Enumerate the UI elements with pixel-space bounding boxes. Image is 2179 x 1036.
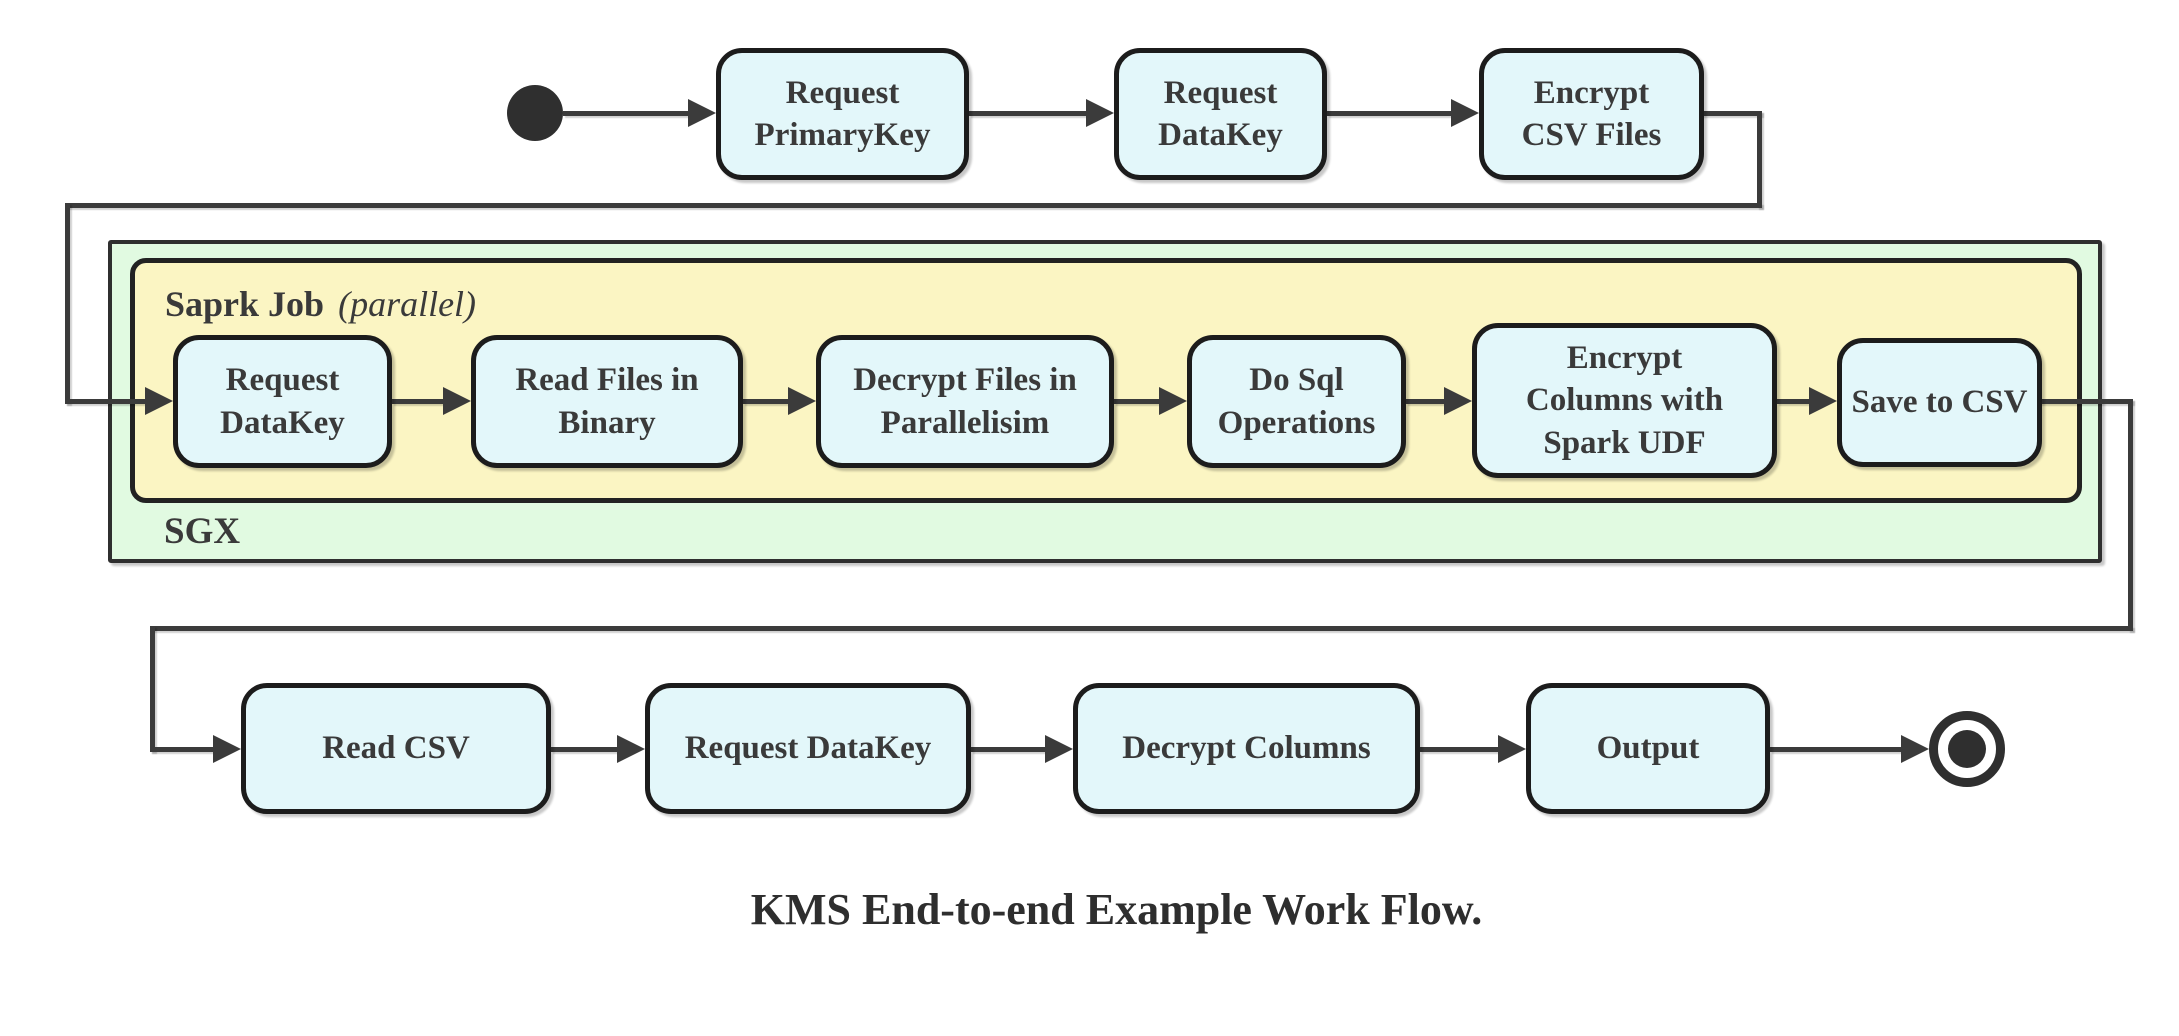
connector-wrap2-segment — [150, 626, 155, 752]
node-do-sql-operations: Do Sql Operations — [1187, 335, 1406, 468]
connector-request-primarykey-to-request-datakey — [969, 111, 1090, 116]
node-request-datakey-sgx: Request DataKey — [173, 335, 392, 468]
connector-output-to-end — [1770, 747, 1905, 752]
node-read-files-in-binary: Read Files in Binary — [471, 335, 743, 468]
end-state-icon — [1929, 711, 2005, 787]
arrowhead-icon — [688, 99, 716, 127]
connector-wrap2-segment — [2128, 399, 2133, 631]
connector-start-to-request-primarykey — [563, 111, 692, 116]
arrowhead-icon — [1809, 387, 1837, 415]
connector-wrap1-segment — [65, 203, 1762, 208]
arrowhead-icon — [443, 387, 471, 415]
spark-job-label: Saprk Job (parallel) — [165, 283, 476, 326]
arrowhead-icon — [213, 735, 241, 763]
arrowhead-icon — [1451, 99, 1479, 127]
arrowhead-icon — [1498, 735, 1526, 763]
connector-request-datakey-to-encrypt-csv — [1327, 111, 1455, 116]
connector-wrap1-segment — [1700, 111, 1762, 116]
connector-wrap1-segment — [1757, 111, 1762, 208]
connector-sgx-datakey-to-read-binary — [392, 399, 447, 404]
connector-wrap2-segment — [150, 747, 217, 752]
connector-decrypt-files-to-do-sql — [1114, 399, 1163, 404]
node-request-datakey-top: Request DataKey — [1114, 48, 1327, 180]
connector-wrap2-segment — [2038, 399, 2133, 404]
arrowhead-icon — [617, 735, 645, 763]
arrowhead-icon — [145, 387, 173, 415]
arrowhead-icon — [1086, 99, 1114, 127]
connector-do-sql-to-encrypt-columns — [1406, 399, 1448, 404]
spark-job-title: Saprk Job — [165, 284, 325, 324]
node-request-primarykey: Request PrimaryKey — [716, 48, 969, 180]
arrowhead-icon — [788, 387, 816, 415]
start-state-icon — [507, 85, 563, 141]
node-request-datakey-bottom: Request DataKey — [645, 683, 971, 814]
connector-request-datakey-to-decrypt-columns — [971, 747, 1049, 752]
arrowhead-icon — [1901, 735, 1929, 763]
connector-wrap1-segment — [65, 203, 70, 404]
connector-wrap1-segment — [65, 399, 149, 404]
diagram-caption: KMS End-to-end Example Work Flow. — [750, 885, 1483, 934]
connector-encrypt-columns-to-save-csv — [1777, 399, 1813, 404]
connector-read-binary-to-decrypt-files — [743, 399, 792, 404]
sgx-label: SGX — [164, 511, 241, 552]
node-encrypt-columns-spark-udf: Encrypt Columns with Spark UDF — [1472, 323, 1777, 478]
node-decrypt-files-in-parallelism: Decrypt Files in Parallelisim — [816, 335, 1114, 468]
spark-job-annotation: (parallel) — [338, 284, 477, 324]
end-state-dot-icon — [1948, 730, 1986, 768]
arrowhead-icon — [1159, 387, 1187, 415]
arrowhead-icon — [1444, 387, 1472, 415]
node-encrypt-csv-files: Encrypt CSV Files — [1479, 48, 1704, 180]
connector-read-csv-to-request-datakey — [551, 747, 621, 752]
node-output: Output — [1526, 683, 1770, 814]
arrowhead-icon — [1045, 735, 1073, 763]
node-read-csv: Read CSV — [241, 683, 551, 814]
node-decrypt-columns: Decrypt Columns — [1073, 683, 1420, 814]
connector-decrypt-columns-to-output — [1420, 747, 1502, 752]
connector-wrap2-segment — [150, 626, 2133, 631]
node-save-to-csv: Save to CSV — [1837, 338, 2042, 467]
